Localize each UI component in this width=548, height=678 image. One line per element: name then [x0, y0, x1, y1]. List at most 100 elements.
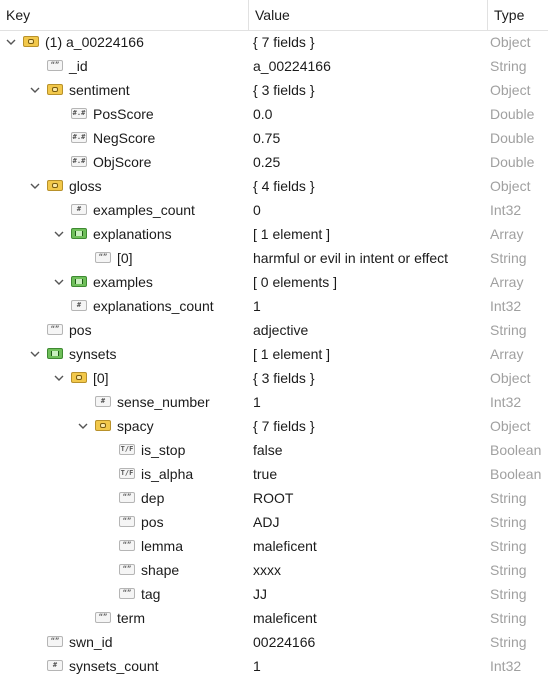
field-value[interactable]: { 3 fields }	[253, 82, 315, 98]
field-value[interactable]: { 3 fields }	[253, 370, 315, 386]
field-type: String	[490, 250, 527, 266]
tree-row[interactable]: (1) a_00224166{ 7 fields }Object	[0, 30, 548, 54]
tree-row[interactable]: “”[0]harmful or evil in intent or effect…	[0, 246, 548, 270]
field-type: Int32	[490, 202, 522, 218]
field-key: dep	[141, 490, 165, 506]
field-key: is_stop	[141, 442, 186, 458]
field-type: Object	[490, 34, 531, 50]
tree-row[interactable]: explanations[ 1 element ]Array	[0, 222, 548, 246]
string-icon: “”	[95, 252, 111, 263]
column-header-key[interactable]: Key	[6, 7, 31, 23]
chevron-down-icon[interactable]	[27, 174, 43, 198]
chevron-down-icon[interactable]	[51, 366, 67, 390]
field-value[interactable]: { 7 fields }	[253, 34, 315, 50]
field-value[interactable]: maleficent	[253, 538, 317, 554]
field-value[interactable]: 0.25	[253, 154, 281, 170]
field-value[interactable]: [ 0 elements ]	[253, 274, 338, 290]
tree-row[interactable]: # examples_count 0 Int32	[0, 198, 548, 222]
boolean-icon: T/F	[119, 444, 135, 455]
field-type: String	[490, 586, 527, 602]
tree-row[interactable]: spacy{ 7 fields }Object	[0, 414, 548, 438]
field-value[interactable]: 0.0	[253, 106, 273, 122]
tree-row[interactable]: sentiment{ 3 fields }Object	[0, 78, 548, 102]
tree-row[interactable]: [0]{ 3 fields }Object	[0, 366, 548, 390]
field-value[interactable]: xxxx	[253, 562, 281, 578]
int-icon: #	[47, 660, 63, 671]
field-type: Array	[490, 226, 524, 242]
tree-row[interactable]: examples [ 0 elements ] Array	[0, 270, 548, 294]
chevron-down-icon[interactable]	[27, 78, 43, 102]
field-key: examples_count	[93, 202, 195, 218]
tree-row[interactable]: “” tag JJ String	[0, 582, 548, 606]
chevron-down-icon[interactable]	[51, 270, 67, 294]
field-key: [0]	[93, 370, 109, 386]
field-key: sentiment	[69, 82, 130, 98]
field-value[interactable]: 0	[253, 202, 261, 218]
field-key: sense_number	[117, 394, 210, 410]
field-value[interactable]: false	[253, 442, 283, 458]
field-value[interactable]: [ 1 element ]	[253, 346, 331, 362]
chevron-down-icon[interactable]	[75, 414, 91, 438]
field-key: term	[117, 610, 145, 626]
field-key: swn_id	[69, 634, 113, 650]
int-icon: #	[71, 204, 87, 215]
field-value[interactable]: a_00224166	[253, 58, 331, 74]
field-value[interactable]: 1	[253, 298, 261, 314]
field-value[interactable]: 0.75	[253, 130, 281, 146]
field-key: pos	[69, 322, 92, 338]
field-value[interactable]: 1	[253, 658, 261, 674]
field-value[interactable]: [ 1 element ]	[253, 226, 331, 242]
field-type: Array	[490, 274, 524, 290]
tree-row[interactable]: synsets[ 1 element ]Array	[0, 342, 548, 366]
chevron-down-icon[interactable]	[51, 222, 67, 246]
field-key: synsets	[69, 346, 117, 362]
field-key: lemma	[141, 538, 184, 554]
field-value[interactable]: harmful or evil in intent or effect	[253, 250, 449, 266]
field-key: PosScore	[93, 106, 154, 122]
column-header-type[interactable]: Type	[487, 0, 548, 30]
string-icon: “”	[119, 588, 135, 599]
field-value[interactable]: JJ	[253, 586, 267, 602]
field-value[interactable]: { 4 fields }	[253, 178, 315, 194]
column-header-value[interactable]: Value	[248, 0, 487, 30]
chevron-down-icon[interactable]	[3, 30, 19, 54]
field-value[interactable]: true	[253, 466, 278, 482]
field-key: tag	[141, 586, 161, 602]
field-key: spacy	[117, 418, 154, 434]
chevron-down-icon[interactable]	[27, 342, 43, 366]
field-type: String	[490, 58, 527, 74]
column-header: Key Value Type	[0, 0, 548, 31]
field-key: examples	[93, 274, 153, 290]
field-type: Int32	[490, 658, 522, 674]
tree-row[interactable]: gloss{ 4 fields }Object	[0, 174, 548, 198]
field-value[interactable]: { 7 fields }	[253, 418, 315, 434]
field-value[interactable]: 00224166	[253, 634, 316, 650]
field-type: Double	[490, 154, 535, 170]
field-key: _id	[69, 58, 88, 74]
field-value[interactable]: ADJ	[253, 514, 280, 530]
field-value[interactable]: adjective	[253, 322, 309, 338]
field-value[interactable]: 1	[253, 394, 261, 410]
field-type: Double	[490, 130, 535, 146]
array-icon	[71, 276, 87, 287]
field-type: String	[490, 322, 527, 338]
field-value[interactable]: maleficent	[253, 610, 317, 626]
field-value[interactable]: ROOT	[253, 490, 294, 506]
object-icon	[71, 372, 87, 383]
